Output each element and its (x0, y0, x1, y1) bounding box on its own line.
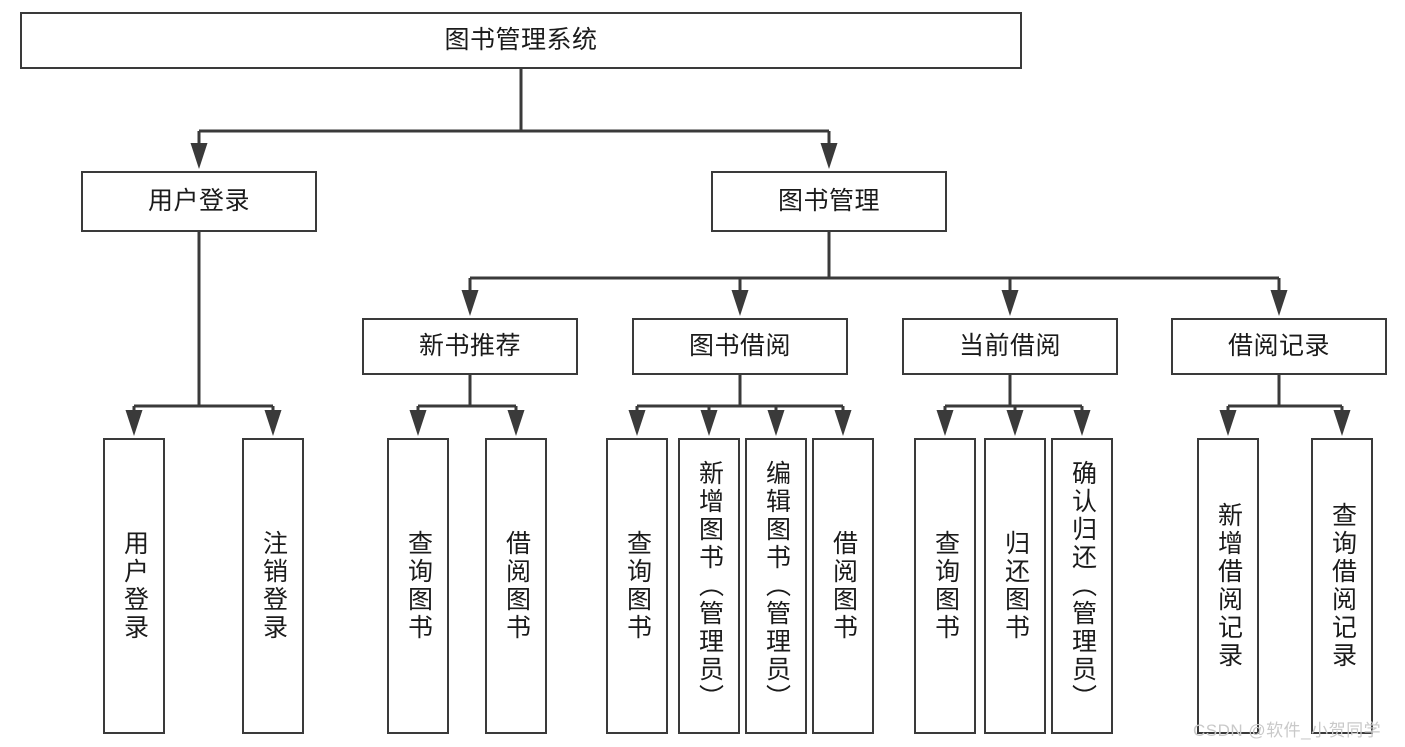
node-root[interactable]: 图书管理系统 (20, 12, 1022, 69)
connector-group-book-management (461, 232, 1288, 316)
connector-group-user-login (125, 232, 282, 436)
node-label-leaf-confirm-return: 确认归还（管理员） (1068, 460, 1097, 712)
node-current-borrow[interactable]: 当前借阅 (902, 318, 1118, 375)
node-label-new-book-recommend: 新书推荐 (418, 331, 521, 360)
node-label-leaf-add-book: 新增图书（管理员） (695, 460, 724, 712)
node-label-user-login: 用户登录 (147, 186, 250, 215)
node-label-borrow-record: 借阅记录 (1227, 331, 1330, 360)
node-leaf-add-book[interactable]: 新增图书（管理员） (678, 438, 740, 734)
arrowhead-leaf-return-book (1006, 410, 1024, 436)
node-label-leaf-borrow-book-recommend: 借阅图书 (502, 530, 531, 642)
arrowhead-user-login (190, 143, 208, 169)
node-leaf-logout[interactable]: 注销登录 (242, 438, 304, 734)
node-leaf-edit-book[interactable]: 编辑图书（管理员） (745, 438, 807, 734)
node-label-leaf-query-book-recommend: 查询图书 (404, 530, 433, 642)
node-label-leaf-logout: 注销登录 (259, 530, 288, 642)
arrowhead-borrow-record (1270, 290, 1288, 316)
node-leaf-query-book-current[interactable]: 查询图书 (914, 438, 976, 734)
arrowhead-leaf-logout (264, 410, 282, 436)
node-new-book-recommend[interactable]: 新书推荐 (362, 318, 578, 375)
arrowhead-book-management (820, 143, 838, 169)
arrowhead-book-borrow (731, 290, 749, 316)
node-label-leaf-user-login: 用户登录 (120, 530, 149, 642)
arrowhead-leaf-add-borrow-record (1219, 410, 1237, 436)
connector-group-current-borrow (936, 375, 1091, 436)
arrowhead-leaf-borrow-book-recommend (507, 410, 525, 436)
node-label-book-borrow: 图书借阅 (688, 331, 791, 360)
node-label-leaf-add-borrow-record: 新增借阅记录 (1214, 502, 1243, 670)
node-label-leaf-query-book-current: 查询图书 (931, 530, 960, 642)
node-borrow-record[interactable]: 借阅记录 (1171, 318, 1387, 375)
node-leaf-query-borrow-record[interactable]: 查询借阅记录 (1311, 438, 1373, 734)
arrowhead-leaf-edit-book (767, 410, 785, 436)
node-label-leaf-borrow-book: 借阅图书 (829, 530, 858, 642)
arrowhead-leaf-query-book-borrow (628, 410, 646, 436)
node-leaf-confirm-return[interactable]: 确认归还（管理员） (1051, 438, 1113, 734)
node-leaf-borrow-book[interactable]: 借阅图书 (812, 438, 874, 734)
node-leaf-borrow-book-recommend[interactable]: 借阅图书 (485, 438, 547, 734)
arrowhead-leaf-query-book-recommend (409, 410, 427, 436)
arrowhead-new-book-recommend (461, 290, 479, 316)
arrowhead-leaf-user-login (125, 410, 143, 436)
node-label-leaf-return-book: 归还图书 (1001, 530, 1030, 642)
node-label-leaf-query-borrow-record: 查询借阅记录 (1328, 502, 1357, 670)
arrowhead-leaf-query-book-current (936, 410, 954, 436)
connector-group-root (190, 69, 838, 169)
arrowhead-current-borrow (1001, 290, 1019, 316)
node-label-root: 图书管理系统 (444, 25, 598, 54)
csdn-watermark: CSDN @软件_小贺同学 (1193, 721, 1382, 740)
node-leaf-user-login[interactable]: 用户登录 (103, 438, 165, 734)
node-label-leaf-query-book-borrow: 查询图书 (623, 530, 652, 642)
node-book-borrow[interactable]: 图书借阅 (632, 318, 848, 375)
node-book-management[interactable]: 图书管理 (711, 171, 947, 232)
connector-group-borrow-record (1219, 375, 1351, 436)
arrowhead-leaf-query-borrow-record (1333, 410, 1351, 436)
node-label-book-management: 图书管理 (777, 186, 880, 215)
arrowhead-leaf-add-book (700, 410, 718, 436)
node-leaf-add-borrow-record[interactable]: 新增借阅记录 (1197, 438, 1259, 734)
arrowhead-leaf-borrow-book (834, 410, 852, 436)
connector-group-book-borrow (628, 375, 852, 436)
node-leaf-query-book-recommend[interactable]: 查询图书 (387, 438, 449, 734)
node-user-login[interactable]: 用户登录 (81, 171, 317, 232)
node-leaf-query-book-borrow[interactable]: 查询图书 (606, 438, 668, 734)
node-leaf-return-book[interactable]: 归还图书 (984, 438, 1046, 734)
connector-group-new-book-recommend (409, 375, 525, 436)
arrowhead-leaf-confirm-return (1073, 410, 1091, 436)
node-label-current-borrow: 当前借阅 (958, 331, 1061, 360)
node-label-leaf-edit-book: 编辑图书（管理员） (762, 460, 791, 712)
